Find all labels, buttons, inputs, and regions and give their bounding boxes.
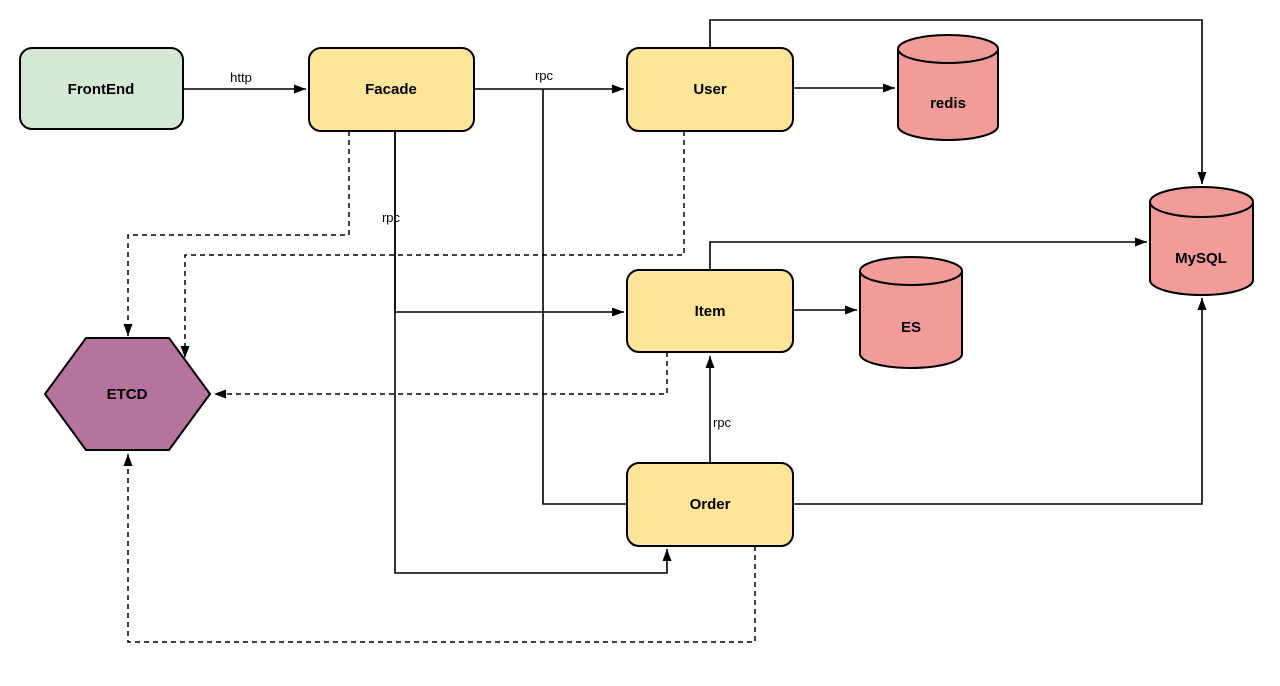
edge-order-mysql [793, 298, 1207, 505]
edge-label-rpc-order-item: rpc [713, 415, 732, 430]
user-shape [626, 47, 794, 132]
es-label: ES [901, 319, 921, 336]
node-order: Order [626, 462, 794, 547]
node-facade: Facade [308, 47, 475, 132]
etcd-shape [43, 337, 212, 451]
node-redis: redis [897, 34, 999, 141]
edge-order-etcd [123, 454, 756, 643]
edge-facade-order [394, 131, 672, 574]
edge-facade-etcd [123, 131, 350, 336]
frontend-shape [19, 47, 184, 130]
mysql-shape [1149, 186, 1254, 296]
edge-user-etcd [180, 131, 685, 358]
order-shape [626, 462, 794, 547]
etcd-label: ETCD [107, 386, 148, 403]
node-es: ES [859, 256, 963, 369]
user-label: User [693, 81, 727, 98]
edge-label-rpc-facade-user: rpc [535, 68, 554, 83]
edge-item-mysql [709, 237, 1147, 270]
item-shape [626, 269, 794, 353]
edge-user-mysql [709, 19, 1207, 184]
mysql-label: MySQL [1175, 250, 1227, 267]
facade-shape [308, 47, 475, 132]
item-label: Item [695, 303, 726, 320]
redis-shape [897, 34, 999, 141]
edge-facade-item [394, 131, 624, 317]
node-user: User [626, 47, 794, 132]
mysql-cylinder-top-curve [1149, 201, 1254, 218]
edge-label-http: http [230, 70, 252, 85]
es-cylinder-top-curve [859, 270, 963, 286]
node-item: Item [626, 269, 794, 353]
edge-label-rpc-facade-item: rpc [382, 210, 401, 225]
node-mysql: MySQL [1149, 186, 1254, 296]
edge-order-left-link [542, 89, 626, 505]
node-etcd: ETCD [43, 337, 212, 451]
redis-label: redis [930, 95, 966, 112]
order-label: Order [690, 496, 731, 513]
redis-cylinder-top-curve [897, 48, 999, 64]
node-frontend: FrontEnd [19, 47, 184, 130]
frontend-label: FrontEnd [68, 81, 135, 98]
es-shape [859, 256, 963, 369]
edge-item-etcd [214, 352, 668, 399]
facade-label: Facade [365, 81, 417, 98]
